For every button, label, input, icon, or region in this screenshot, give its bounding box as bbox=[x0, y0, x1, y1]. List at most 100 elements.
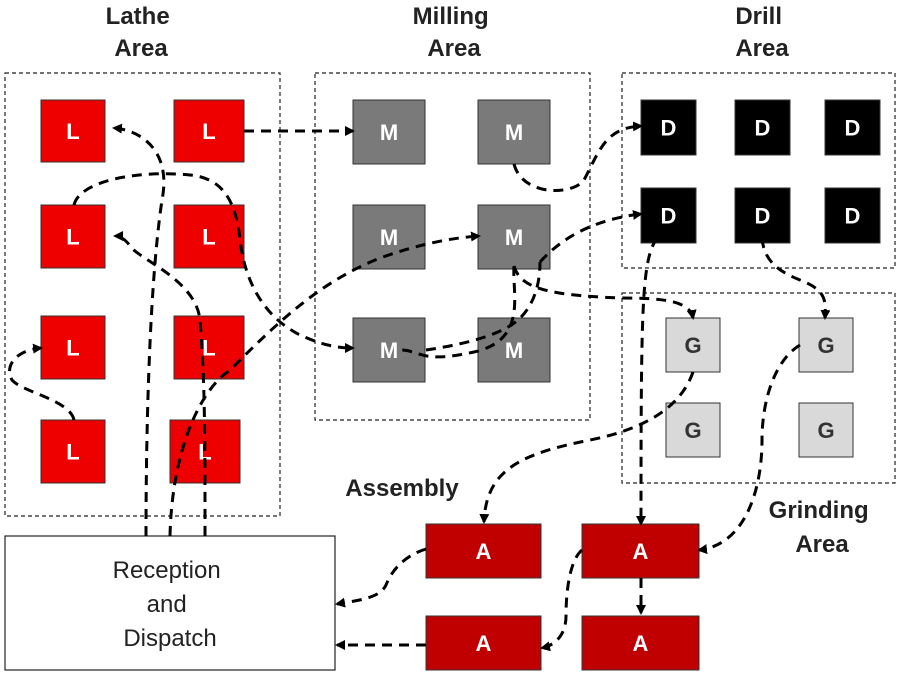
assembly-machine-box bbox=[425, 615, 542, 671]
drill-machine-label: D bbox=[755, 204, 771, 229]
grinding-machine-box bbox=[665, 317, 721, 373]
assembly-machine-label: A bbox=[633, 631, 649, 656]
flow-drill-to-assembly bbox=[636, 237, 659, 526]
drill-machine-6: D bbox=[824, 187, 881, 244]
grinding-machine-4: G bbox=[798, 402, 854, 458]
drill-machine-box bbox=[640, 99, 697, 156]
assembly-machine-box bbox=[425, 523, 542, 579]
lathe-machine-box bbox=[40, 99, 106, 163]
drill-area-title: Drill Area bbox=[735, 3, 789, 62]
grinding-machine-label: G bbox=[817, 418, 834, 443]
milling-area-region bbox=[314, 72, 591, 421]
lathe-machine-6: L bbox=[173, 315, 245, 380]
drill-machine-3: D bbox=[824, 99, 881, 156]
assembly-machine-label: A bbox=[476, 631, 492, 656]
lathe-machine-label: L bbox=[202, 119, 215, 144]
milling-machine-label: M bbox=[505, 120, 523, 145]
reception-dispatch-box bbox=[4, 535, 336, 671]
assembly-machine-label: A bbox=[476, 539, 492, 564]
grinding-machine-box bbox=[665, 402, 721, 458]
lathe-machine-1: L bbox=[40, 99, 106, 163]
milling-machine-1: M bbox=[352, 99, 426, 165]
milling-machine-3: M bbox=[352, 204, 426, 270]
flow-milling-return bbox=[425, 261, 542, 352]
drill-machine-box bbox=[734, 187, 791, 244]
lathe-machine-box bbox=[40, 315, 106, 380]
flow-reception-to-lathe-top bbox=[112, 123, 166, 537]
flow-drill-to-grinding bbox=[760, 237, 831, 320]
assembly-machine-3: A bbox=[425, 615, 542, 671]
drill-machine-5: D bbox=[734, 187, 791, 244]
milling-machine-2: M bbox=[477, 99, 551, 165]
lathe-machine-box bbox=[173, 99, 245, 163]
milling-machine-box bbox=[477, 204, 551, 270]
drill-machine-2: D bbox=[734, 99, 791, 156]
flow-assembly-cross bbox=[540, 548, 584, 652]
milling-machine-4: M bbox=[477, 204, 551, 270]
grinding-machine-label: G bbox=[684, 333, 701, 358]
grinding-machine-3: G bbox=[665, 402, 721, 458]
milling-machine-label: M bbox=[505, 338, 523, 363]
flow-grinding-to-assembly-right bbox=[697, 343, 801, 555]
flow-lathe-bottom-loop bbox=[8, 343, 76, 421]
material-flow-paths bbox=[8, 121, 831, 652]
grinding-machine-box bbox=[798, 402, 854, 458]
assembly-area-title: Assembly bbox=[345, 475, 459, 502]
flow-assembly-to-dispatch-top bbox=[335, 547, 427, 608]
flow-milling-to-drill-2 bbox=[400, 214, 641, 359]
flow-milling-to-grinding bbox=[512, 265, 697, 320]
grinding-area-title: Grinding Area bbox=[769, 497, 876, 558]
lathe-machine-5: L bbox=[40, 315, 106, 380]
lathe-machine-label: L bbox=[202, 225, 215, 250]
milling-machine-box bbox=[352, 317, 426, 383]
assembly-machine-box bbox=[581, 615, 700, 671]
lathe-machine-label: L bbox=[198, 440, 211, 465]
lathe-machine-4: L bbox=[173, 204, 245, 269]
reception-dispatch-label: Reception and Dispatch bbox=[113, 557, 228, 652]
milling-machine-label: M bbox=[505, 225, 523, 250]
drill-machine-label: D bbox=[661, 116, 677, 141]
milling-machine-label: M bbox=[380, 338, 398, 363]
lathe-machine-label: L bbox=[66, 119, 79, 144]
lathe-machine-label: L bbox=[66, 440, 79, 465]
drill-machine-4: D bbox=[640, 187, 697, 244]
flow-reception-to-lathe-left bbox=[113, 231, 207, 537]
milling-area-title: Milling Area bbox=[413, 3, 496, 62]
lathe-area-title: Lathe Area bbox=[106, 3, 177, 62]
drill-machine-box bbox=[734, 99, 791, 156]
lathe-machine-label: L bbox=[202, 336, 215, 361]
lathe-machine-label: L bbox=[66, 225, 79, 250]
lathe-machine-label: L bbox=[66, 336, 79, 361]
drill-machine-box bbox=[824, 187, 881, 244]
assembly-machine-1: A bbox=[425, 523, 542, 579]
drill-machine-label: D bbox=[845, 116, 861, 141]
lathe-machine-3: L bbox=[40, 204, 106, 269]
drill-area-region bbox=[621, 72, 896, 269]
drill-machine-label: D bbox=[845, 204, 861, 229]
milling-machine-5: M bbox=[352, 317, 426, 383]
flow-reception-to-milling bbox=[168, 231, 481, 537]
milling-machine-label: M bbox=[380, 120, 398, 145]
lathe-machine-box bbox=[40, 204, 106, 269]
grinding-machine-label: G bbox=[684, 418, 701, 443]
lathe-machine-box bbox=[173, 315, 245, 380]
milling-machine-6: M bbox=[477, 317, 551, 383]
milling-machine-box bbox=[477, 317, 551, 383]
milling-machine-box bbox=[352, 204, 426, 270]
grinding-machine-1: G bbox=[665, 317, 721, 373]
drill-machine-label: D bbox=[661, 204, 677, 229]
flow-milling-to-drill bbox=[512, 121, 643, 192]
lathe-area-region bbox=[4, 72, 281, 517]
drill-machine-label: D bbox=[755, 116, 771, 141]
milling-machine-box bbox=[352, 99, 426, 165]
assembly-machine-label: A bbox=[633, 539, 649, 564]
lathe-machine-box bbox=[173, 204, 245, 269]
milling-machine-box bbox=[477, 99, 551, 165]
lathe-machine-7: L bbox=[40, 419, 106, 484]
drill-machine-box bbox=[824, 99, 881, 156]
lathe-machine-box bbox=[40, 419, 106, 484]
assembly-machine-4: A bbox=[581, 615, 700, 671]
grinding-area-region bbox=[621, 292, 896, 484]
